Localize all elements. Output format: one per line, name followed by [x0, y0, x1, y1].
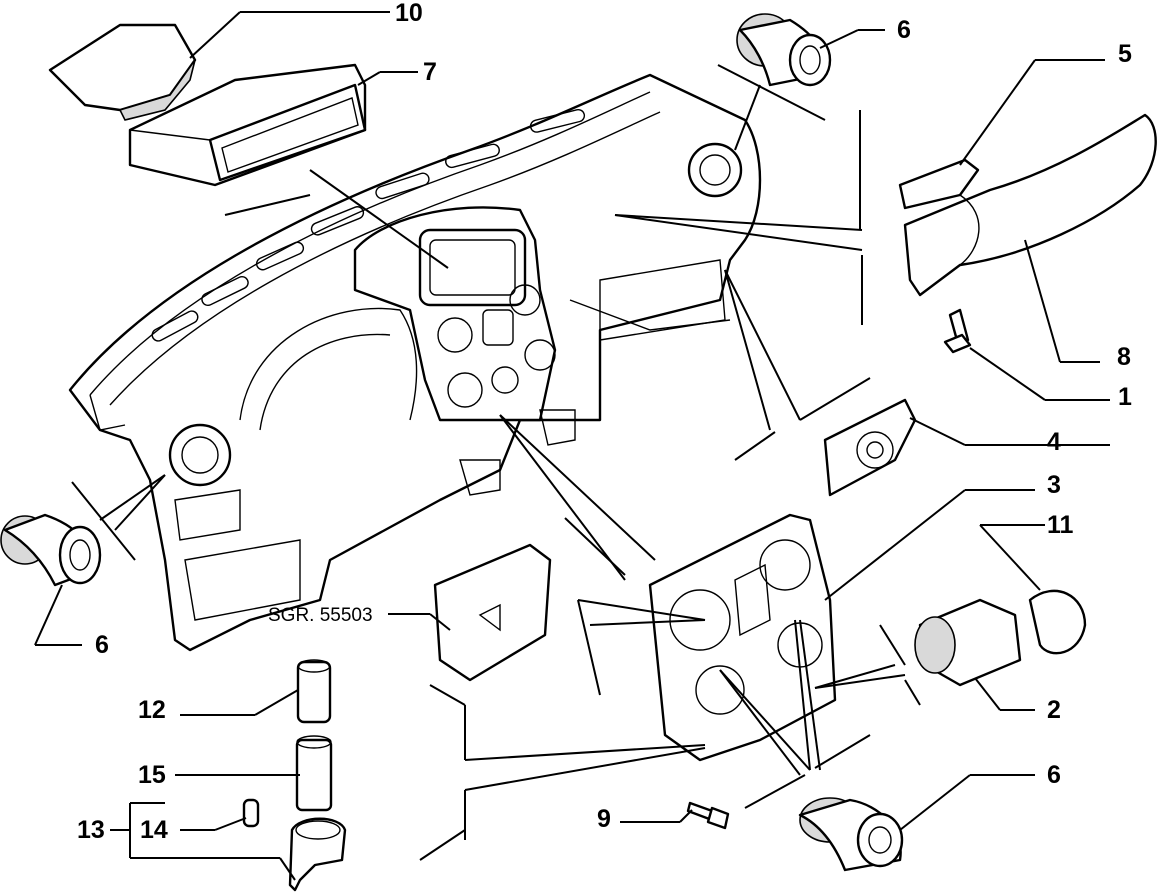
callout-9: 9 — [597, 805, 611, 833]
radio-aperture — [418, 228, 527, 307]
dashboard-assembly — [68, 73, 762, 652]
left-vent-housing — [168, 423, 232, 487]
callout-11: 11 — [1047, 511, 1074, 539]
part-13-lighter-ring — [288, 817, 347, 892]
callout-3: 3 — [1047, 471, 1061, 499]
part-5-cap — [898, 158, 980, 210]
part-15-lighter-socket — [295, 735, 333, 812]
callout-8: 8 — [1117, 343, 1131, 371]
part-4-speaker-grille — [823, 398, 917, 497]
callout-5: 5 — [1118, 40, 1132, 68]
callout-1: 1 — [1118, 383, 1132, 411]
part-1-bolt — [943, 308, 972, 354]
right-vent-housing — [687, 142, 743, 198]
part-7-radio-frame — [128, 63, 367, 187]
callout-2: 2 — [1047, 696, 1061, 724]
callout-4: 4 — [1047, 428, 1061, 456]
callout-15: 15 — [138, 761, 166, 789]
part-10-cover — [48, 23, 197, 121]
part-6-vent-top — [736, 13, 832, 87]
dash-vent-slots — [151, 108, 586, 342]
callout-7: 7 — [423, 58, 437, 86]
callout-6-bottom: 6 — [1047, 761, 1061, 789]
part-14-bulb — [242, 798, 260, 828]
part-2-switch — [914, 598, 1022, 687]
part-6-vent-bottom — [798, 797, 904, 872]
part-12-lighter-plug — [296, 659, 332, 724]
callout-labels: 10 7 6 5 8 1 4 3 11 2 6 6 12 15 14 13 9 … — [77, 0, 1132, 844]
part-6-vent-left — [0, 513, 102, 587]
callout-14: 14 — [140, 816, 168, 844]
callout-6-top: 6 — [897, 16, 911, 44]
callout-12: 12 — [138, 696, 166, 724]
part-8-side-trim — [903, 113, 1157, 297]
callout-13: 13 — [77, 816, 105, 844]
part-3-centre-bezel — [648, 513, 837, 762]
part-11-cap — [1028, 589, 1087, 655]
callout-6-left: 6 — [95, 631, 109, 659]
leader-lines — [34, 11, 1110, 881]
reference-label: SGR. 55503 — [268, 605, 373, 626]
part-9-screw — [686, 801, 730, 830]
hazard-switch — [433, 543, 552, 682]
callout-10: 10 — [395, 0, 423, 27]
